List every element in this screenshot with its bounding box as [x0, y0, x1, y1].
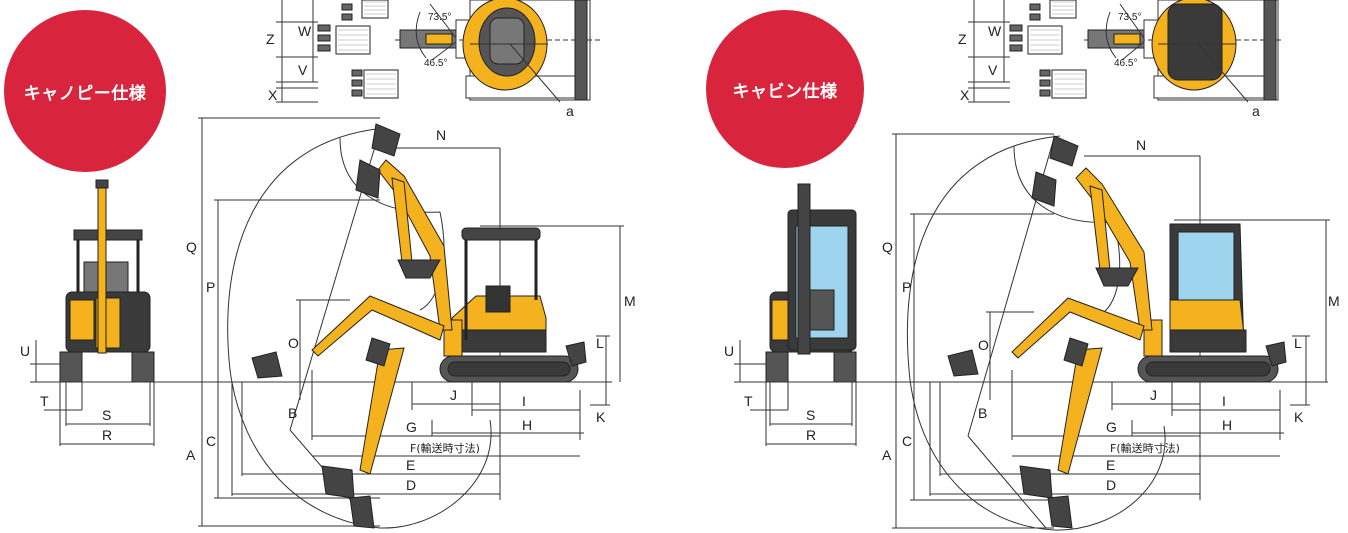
svg-text:S: S: [806, 407, 815, 423]
svg-text:G: G: [406, 419, 417, 435]
cab-diagram: 73.5° 46.5° Z W V X a: [724, 0, 1340, 531]
svg-text:N: N: [436, 127, 446, 143]
canopy-spec-badge: キャノピー仕様: [4, 10, 166, 172]
svg-text:Z: Z: [266, 31, 275, 47]
svg-text:I: I: [1222, 393, 1226, 409]
svg-text:V: V: [298, 62, 308, 78]
svg-text:L: L: [1294, 335, 1302, 351]
top-view: [276, 0, 600, 103]
top-view-labels: 73.5° 46.5° Z W V X a: [266, 12, 574, 119]
cab-spec-badge: キャビン仕様: [706, 10, 864, 168]
svg-text:N: N: [1136, 137, 1146, 153]
svg-text:P: P: [902, 279, 911, 295]
top-view: [968, 0, 1284, 103]
svg-text:Z: Z: [958, 31, 967, 47]
svg-text:Q: Q: [882, 239, 893, 255]
svg-text:C: C: [206, 433, 216, 449]
svg-text:L: L: [596, 335, 604, 351]
svg-text:E: E: [1106, 457, 1115, 473]
side-view-dims: [196, 117, 624, 527]
top-view-labels: 73.5° 46.5° Z W V X a: [958, 12, 1260, 119]
cab-panel: キャビン仕様: [674, 0, 1348, 533]
side-view-dims: [870, 133, 1330, 529]
side-view-labels: Q P O N M L K J I H G F(輸送時寸法) E D C B A: [882, 137, 1340, 493]
canopy-diagram: 73.5° 46.5° Z W V X a: [20, 0, 636, 529]
svg-text:F(輸送時寸法): F(輸送時寸法): [1110, 441, 1180, 455]
svg-text:A: A: [186, 447, 196, 463]
svg-text:X: X: [268, 87, 278, 103]
svg-text:E: E: [406, 457, 415, 473]
front-view: [765, 183, 857, 383]
svg-text:a: a: [566, 103, 574, 119]
svg-text:O: O: [288, 335, 299, 351]
svg-text:Q: Q: [186, 239, 197, 255]
svg-text:73.5°: 73.5°: [1118, 12, 1141, 23]
svg-text:R: R: [102, 427, 112, 443]
svg-text:U: U: [20, 343, 30, 359]
svg-text:M: M: [1328, 293, 1340, 309]
side-view-labels: Q P O N M L K J I H G F(輸送時寸法) E D C B A: [186, 127, 636, 493]
svg-text:K: K: [1294, 409, 1304, 425]
svg-text:A: A: [882, 447, 892, 463]
svg-text:G: G: [1106, 419, 1117, 435]
svg-text:U: U: [724, 343, 734, 359]
svg-text:J: J: [1150, 387, 1157, 403]
svg-text:X: X: [960, 87, 970, 103]
svg-text:T: T: [40, 393, 49, 409]
svg-text:J: J: [450, 387, 457, 403]
svg-text:a: a: [1252, 103, 1260, 119]
svg-text:W: W: [988, 23, 1002, 39]
canopy-panel: キャノピー仕様: [4, 0, 636, 529]
svg-text:R: R: [806, 427, 816, 443]
front-view: [59, 179, 155, 383]
svg-text:73.5°: 73.5°: [428, 12, 451, 23]
svg-text:D: D: [406, 477, 416, 493]
svg-text:M: M: [624, 293, 636, 309]
svg-text:T: T: [744, 393, 753, 409]
svg-text:W: W: [298, 23, 312, 39]
svg-text:B: B: [978, 405, 987, 421]
side-view-machine: [947, 135, 1287, 529]
svg-text:V: V: [988, 62, 998, 78]
svg-text:46.5°: 46.5°: [424, 58, 447, 69]
svg-text:H: H: [522, 417, 532, 433]
svg-text:P: P: [206, 279, 215, 295]
svg-text:K: K: [596, 409, 606, 425]
front-view-labels: U T S R: [724, 343, 816, 443]
side-view-machine: [251, 123, 587, 529]
svg-text:F(輸送時寸法): F(輸送時寸法): [410, 441, 480, 455]
svg-text:B: B: [288, 405, 297, 421]
svg-text:C: C: [902, 433, 912, 449]
front-view-labels: U T S R: [20, 343, 112, 443]
svg-text:I: I: [522, 393, 526, 409]
svg-text:D: D: [1106, 477, 1116, 493]
svg-text:O: O: [978, 337, 989, 353]
svg-text:H: H: [1222, 417, 1232, 433]
svg-text:46.5°: 46.5°: [1114, 58, 1137, 69]
svg-text:S: S: [102, 407, 111, 423]
